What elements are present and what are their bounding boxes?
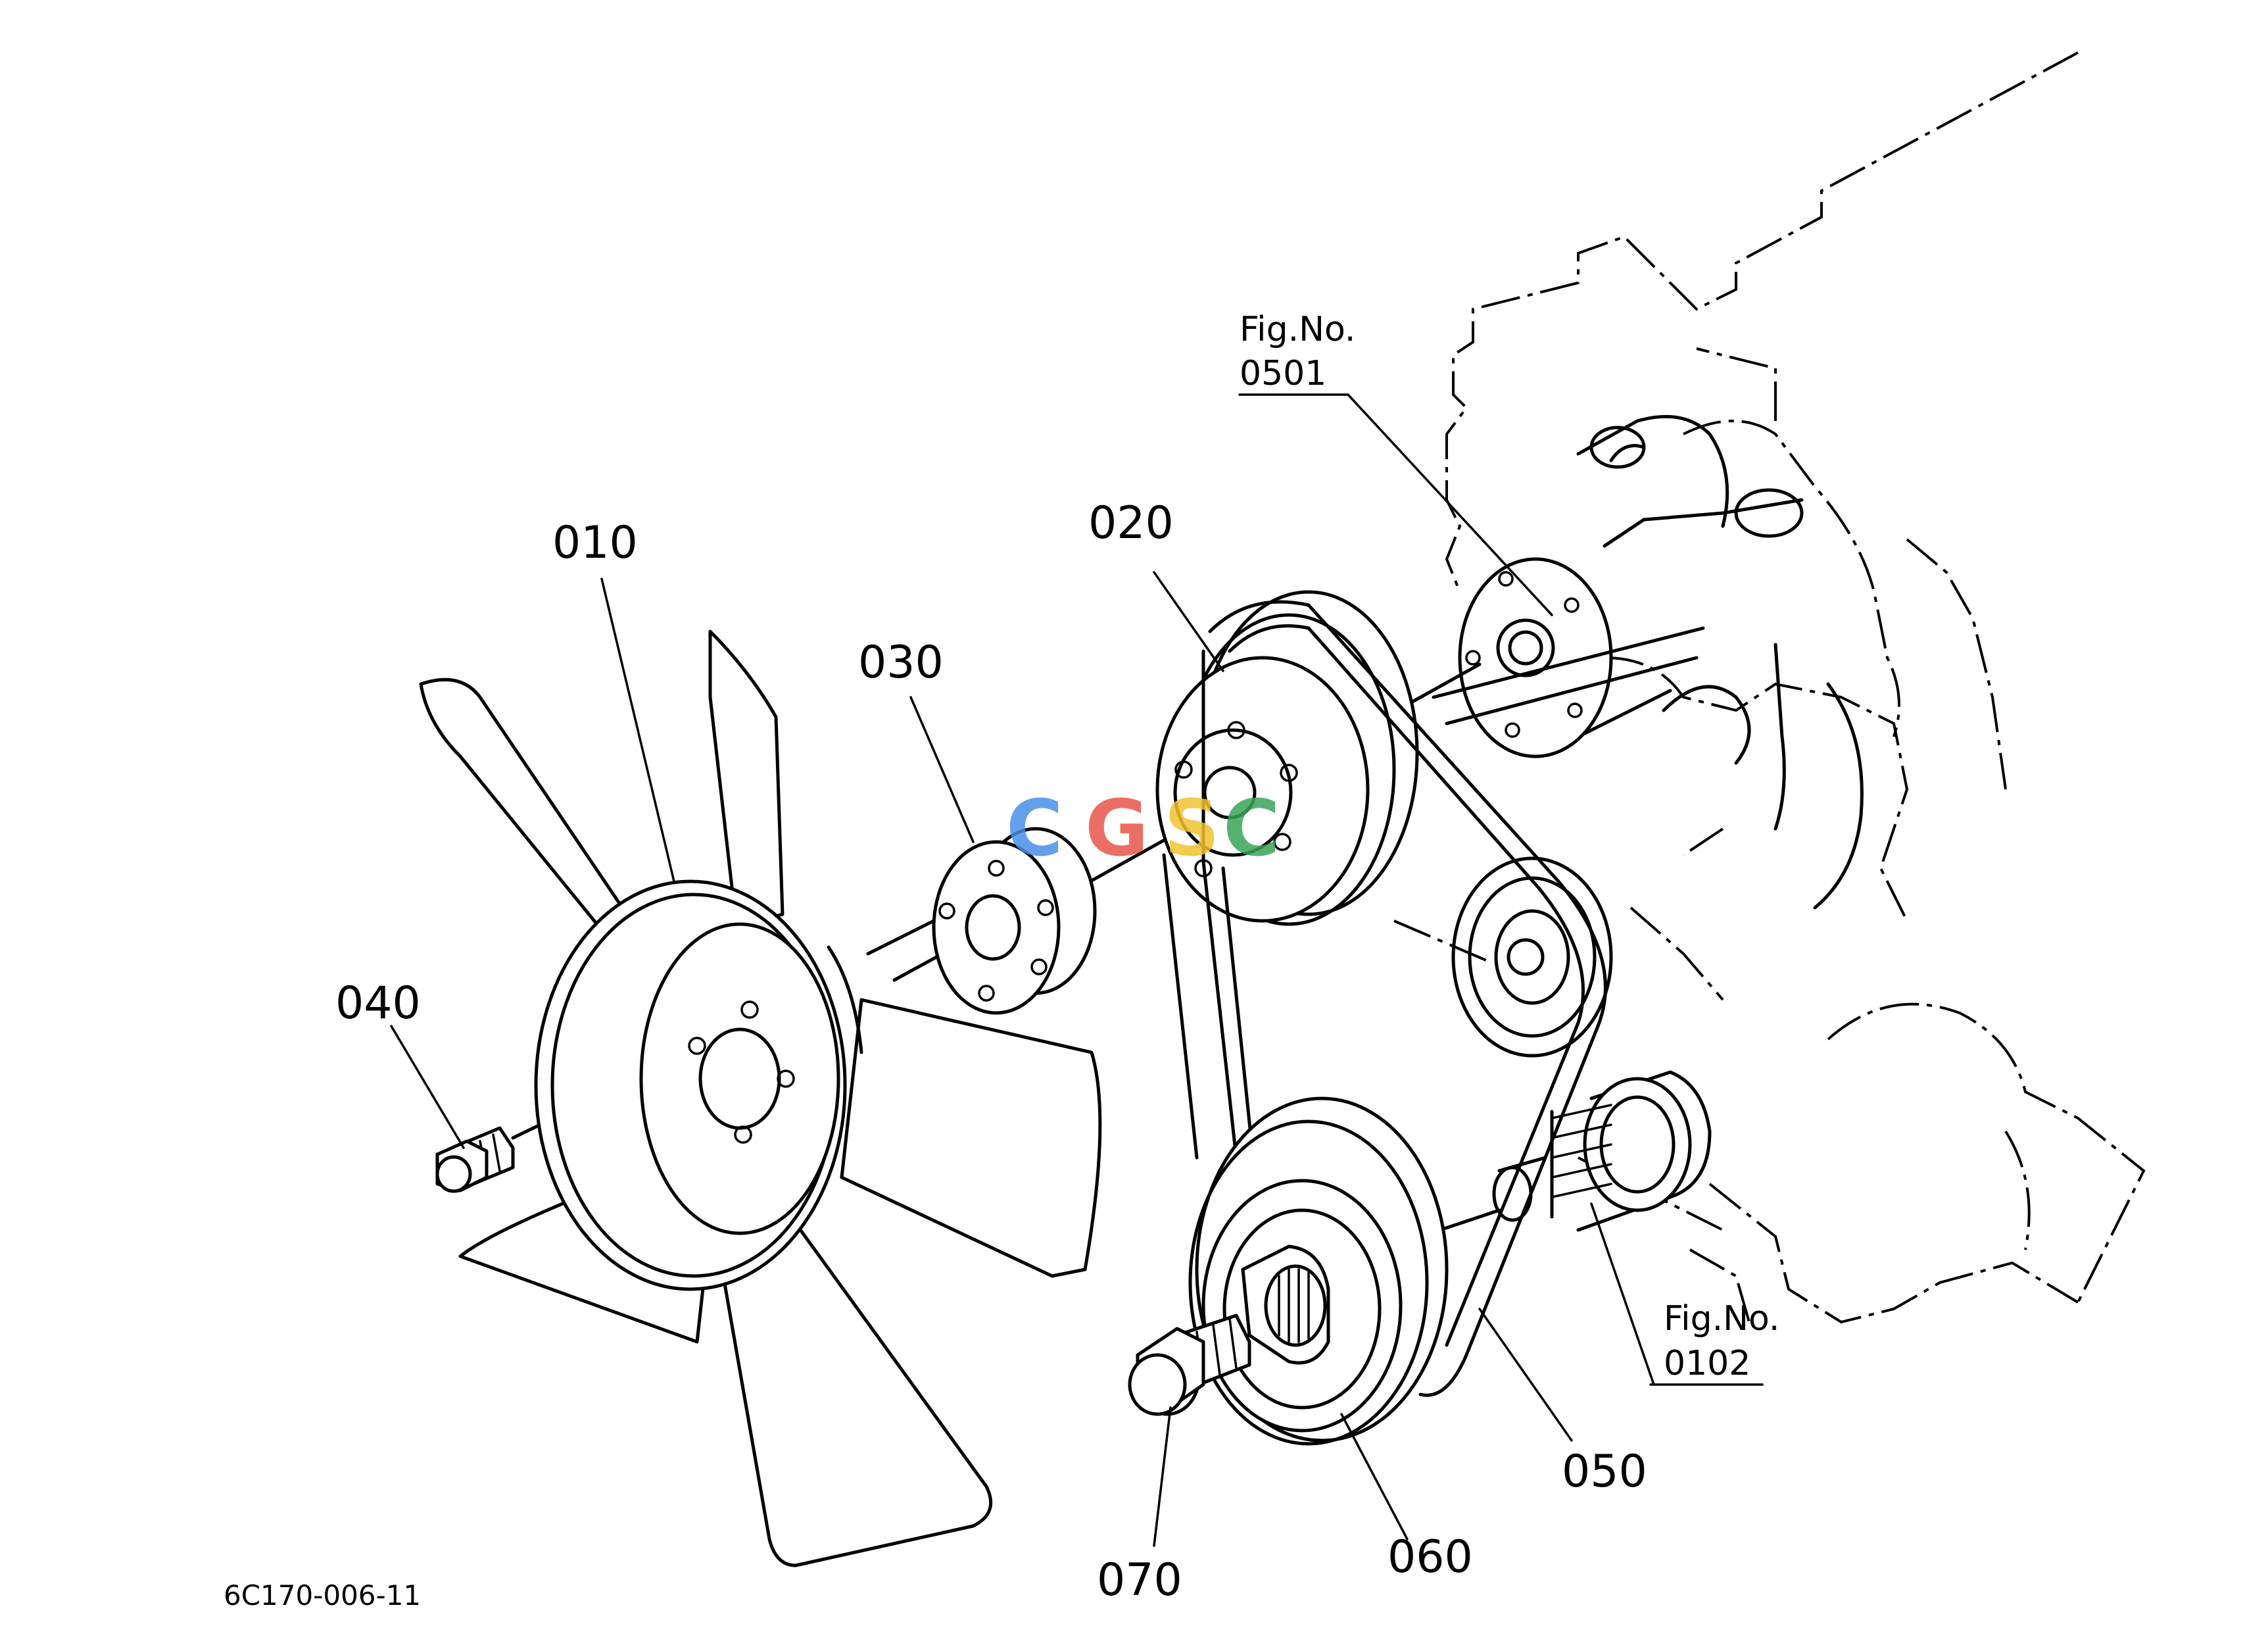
- callout-050: 050: [1562, 1446, 1647, 1498]
- callout-060: 060: [1387, 1531, 1473, 1583]
- callout-070: 070: [1097, 1554, 1182, 1606]
- watermark-letter-s: S: [1164, 783, 1220, 873]
- figure-code: 6C170-006-11: [224, 1579, 421, 1611]
- fan-pulley: [1155, 590, 1419, 926]
- fan-bolt: [435, 1126, 515, 1193]
- watermark-logo: C G S C: [1006, 783, 1280, 873]
- fig-ref-0501-number: 0501: [1240, 354, 1326, 393]
- cooling-fan: [419, 629, 1102, 1567]
- callout-010: 010: [552, 517, 638, 569]
- fig-ref-0102-number: 0102: [1664, 1344, 1750, 1383]
- crank-bolt: [1128, 1314, 1251, 1416]
- water-pump-flange: [1458, 414, 1864, 910]
- watermark-letter-g: G: [1085, 783, 1149, 873]
- crank-pulley: [1188, 1096, 1449, 1446]
- fig-ref-0102-label: Fig.No.: [1664, 1299, 1779, 1339]
- watermark-letter-c2: C: [1223, 783, 1280, 873]
- fig-ref-0501-label: Fig.No.: [1240, 310, 1355, 349]
- leader-lines: [390, 393, 1764, 1547]
- callout-040: 040: [335, 977, 421, 1029]
- v-belt: [1162, 600, 1607, 1397]
- fan-spacer: [932, 827, 1097, 1015]
- watermark-letter-c1: C: [1006, 783, 1063, 873]
- callout-030: 030: [858, 637, 944, 689]
- callout-020: 020: [1088, 497, 1174, 549]
